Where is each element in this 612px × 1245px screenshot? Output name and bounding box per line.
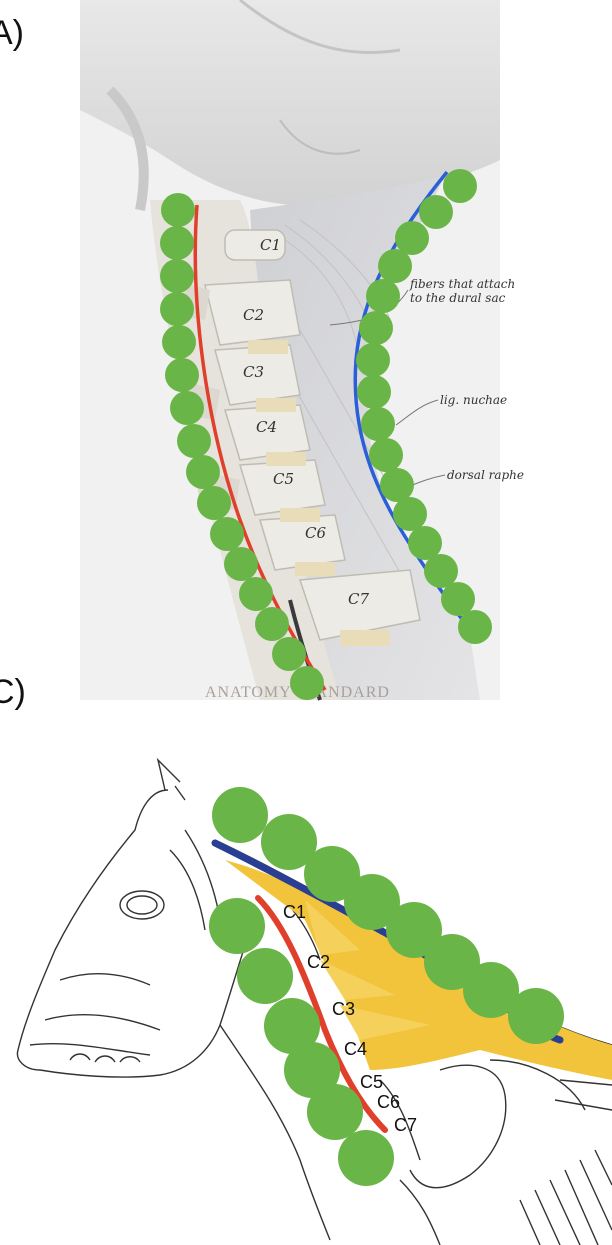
dot xyxy=(224,547,258,581)
dot xyxy=(239,577,273,611)
vertebra-label-c5: C5 xyxy=(273,470,294,488)
vertebra-label-c7: C7 xyxy=(348,590,369,608)
dot xyxy=(261,814,317,870)
dot xyxy=(424,934,480,990)
panel-a-dots-right xyxy=(356,169,492,644)
panel-c-spine-line xyxy=(255,895,388,1133)
horse-vertebra-label-c2: C2 xyxy=(307,952,330,972)
panel-a-illustration: C1 C2 C3 C4 C5 C6 C7 fibers that attach … xyxy=(80,0,524,701)
horse-vertebra-label-c1: C1 xyxy=(283,902,306,922)
dot xyxy=(237,948,293,1004)
vertebra-label-c2: C2 xyxy=(243,306,264,324)
dot xyxy=(160,292,194,326)
vertebra-label-c1: C1 xyxy=(260,236,281,254)
dot xyxy=(160,259,194,293)
dot xyxy=(380,468,414,502)
dot xyxy=(284,1042,340,1098)
annotation-fibers-line1: fibers that attach xyxy=(409,277,515,291)
dot xyxy=(210,517,244,551)
dot xyxy=(264,998,320,1054)
vertebra-label-c6: C6 xyxy=(305,524,326,542)
dot xyxy=(186,455,220,489)
dot xyxy=(378,249,412,283)
vertebra-label-c3: C3 xyxy=(243,363,264,381)
dot xyxy=(160,226,194,260)
dot xyxy=(338,1130,394,1186)
panel-label-c: C) xyxy=(0,673,26,711)
dot xyxy=(443,169,477,203)
dot xyxy=(255,607,289,641)
dot xyxy=(162,325,196,359)
panel-a-spine-line xyxy=(193,204,327,691)
dot xyxy=(197,486,231,520)
dot xyxy=(161,193,195,227)
panel-c-dots-top xyxy=(212,787,564,1044)
panel-label-a: A) xyxy=(0,14,24,52)
dot xyxy=(395,221,429,255)
dot xyxy=(209,898,265,954)
horse-vertebra-label-c3: C3 xyxy=(332,999,355,1019)
dot xyxy=(290,666,324,700)
panel-c-dots-lower xyxy=(209,898,394,1186)
dot xyxy=(212,787,268,843)
panel-a-dots-left xyxy=(160,193,324,700)
annotation-dorsal-raphe: dorsal raphe xyxy=(447,468,524,482)
dot xyxy=(463,962,519,1018)
dot xyxy=(307,1084,363,1140)
vertebra-label-c4: C4 xyxy=(256,418,277,436)
horse-vertebra-label-c4: C4 xyxy=(344,1039,367,1059)
dot xyxy=(393,497,427,531)
dot xyxy=(419,195,453,229)
dot xyxy=(386,902,442,958)
annotation-fibers-line2: to the dural sac xyxy=(410,291,506,305)
horse-vertebra-label-c5: C5 xyxy=(360,1072,383,1092)
dot xyxy=(177,424,211,458)
dot xyxy=(366,279,400,313)
dot xyxy=(170,391,204,425)
dot xyxy=(424,554,458,588)
dot xyxy=(359,311,393,345)
annotation-lig-nuchae: lig. nuchae xyxy=(440,393,507,407)
horse-vertebra-label-c6: C6 xyxy=(377,1092,400,1112)
dot xyxy=(361,407,395,441)
dot xyxy=(441,582,475,616)
dot xyxy=(344,874,400,930)
dot xyxy=(369,438,403,472)
dot xyxy=(408,526,442,560)
horse-vertebra-label-c7: C7 xyxy=(394,1115,417,1135)
dot xyxy=(272,637,306,671)
dot xyxy=(458,610,492,644)
dot xyxy=(304,846,360,902)
dot xyxy=(508,988,564,1044)
dot xyxy=(165,358,199,392)
dot xyxy=(356,343,390,377)
dot xyxy=(357,375,391,409)
